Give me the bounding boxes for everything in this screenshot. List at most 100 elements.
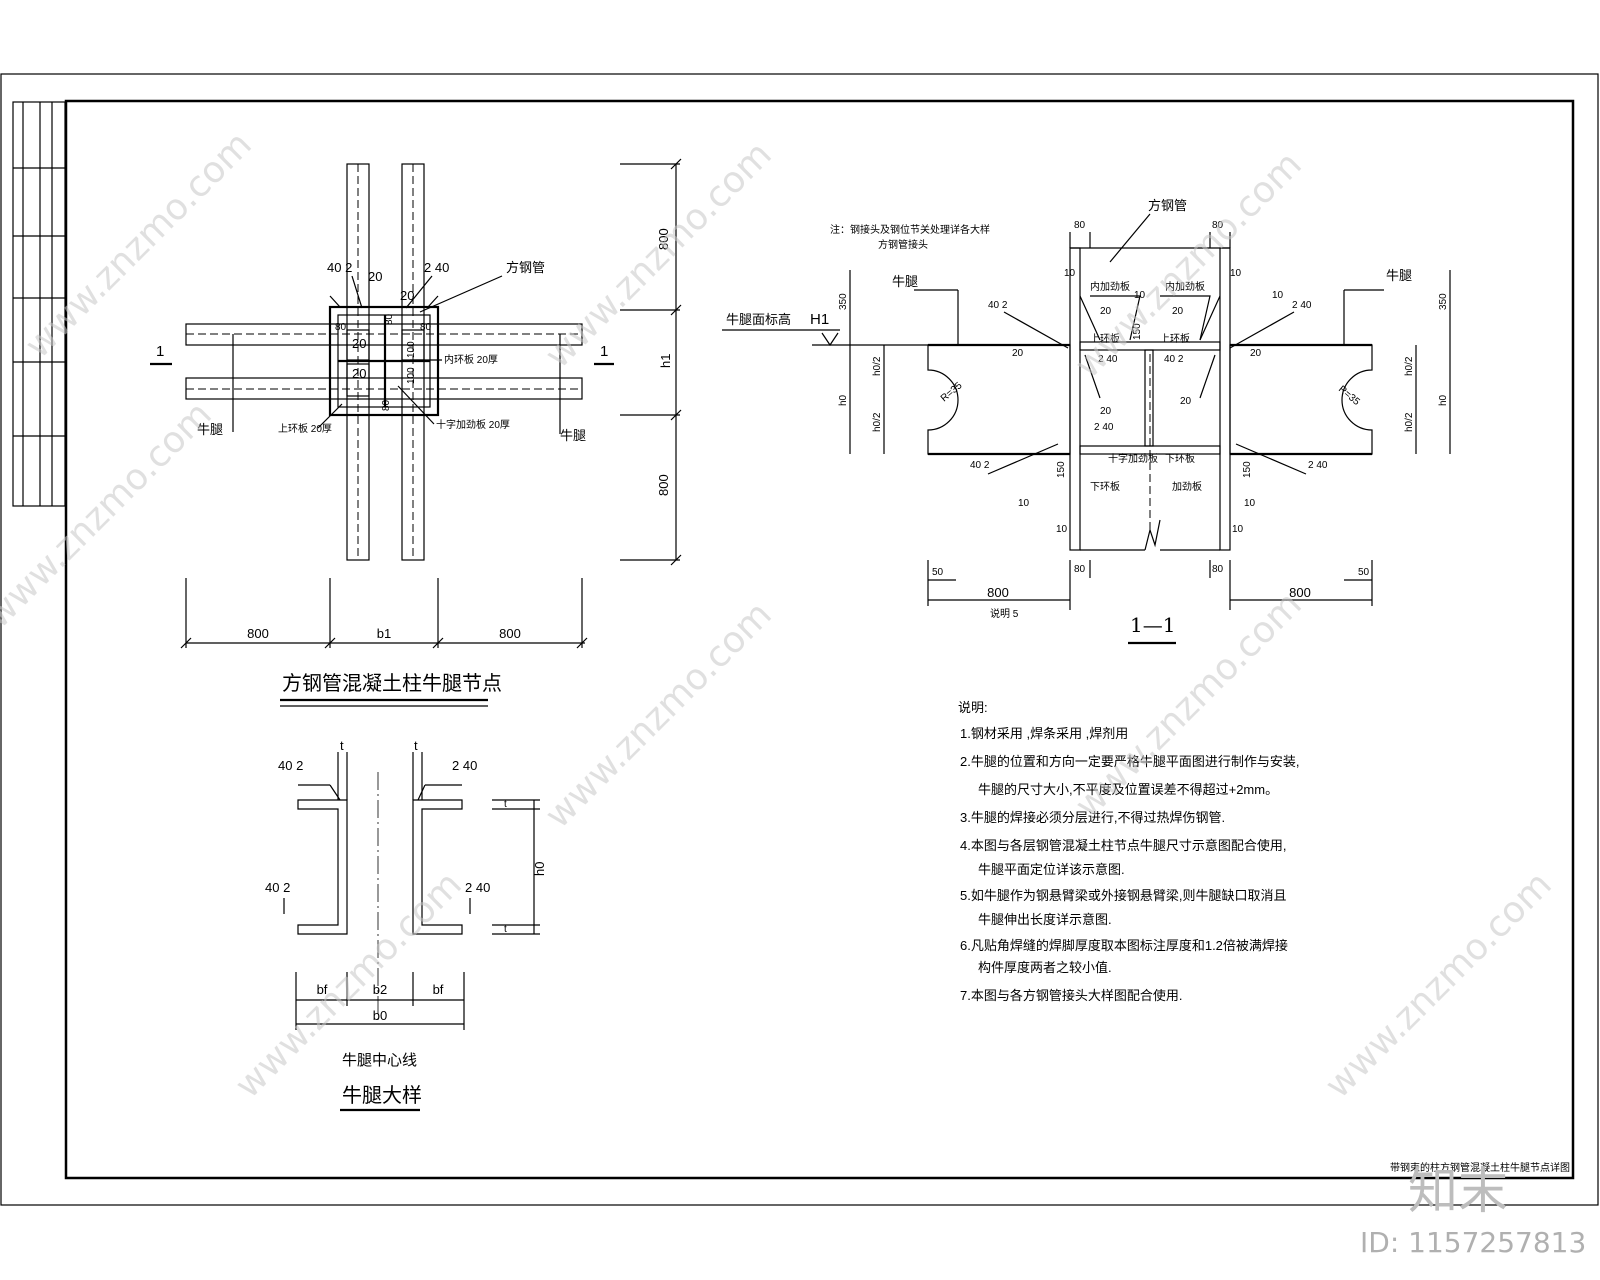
watermark-logo: 知末 xyxy=(1408,1162,1508,1220)
notes-item-6: 牛腿平面定位详该示意图. xyxy=(978,862,1125,877)
watermark-site-8: www.znzmo.com xyxy=(0,394,220,636)
plan-dim-800-top: 800 xyxy=(656,228,671,250)
section-dim-350-left: 350 xyxy=(838,293,849,310)
plan-weld-20c: 20 xyxy=(352,336,366,351)
plan-d80-b: 80 xyxy=(381,399,392,411)
notes-item-9: 6.凡贴角焊缝的焊脚厚度取本图标注厚度和1.2倍被满焊接 xyxy=(960,938,1288,953)
plan-d80-tr: 80 xyxy=(420,322,432,333)
section-dim-50-right: 50 xyxy=(1358,567,1370,578)
section-dim-h02a-right: h0/2 xyxy=(1404,356,1415,376)
section-w402-b: 40 2 xyxy=(1164,354,1184,365)
bracket-detail: t t 40 2 2 40 40 2 2 40 t t h0 bf b2 bf … xyxy=(265,738,547,1112)
section-tube-wall-left xyxy=(1069,247,1081,551)
section-lower-plate-l: 下环板 xyxy=(1090,480,1120,493)
section-lower-plate-r: 加劲板 xyxy=(1172,480,1202,493)
section-w10-e: 10 xyxy=(1018,498,1030,509)
watermark-site-1: www.znzmo.com xyxy=(17,124,259,366)
inner-frame xyxy=(64,99,1575,1180)
section-inner-plate-l: 内加劲板 xyxy=(1090,280,1130,293)
plan-weld-tr: 2 40 xyxy=(424,260,449,275)
detail-title: 牛腿大样 xyxy=(342,1083,422,1107)
section-w20-c: 20 xyxy=(1012,348,1024,359)
section-w10-c: 10 xyxy=(1134,290,1146,301)
section-dim-80-tr: 80 xyxy=(1212,220,1224,231)
section-w10-f: 10 xyxy=(1244,498,1256,509)
section-elev-label: 牛腿面标高 xyxy=(726,312,791,327)
plan-d100a: 100 xyxy=(406,341,417,358)
plan-d100b: 100 xyxy=(406,367,417,384)
section-dim-150-bl: 150 xyxy=(1056,461,1067,478)
watermarks: www.znzmo.com www.znzmo.com www.znzmo.co… xyxy=(0,124,1586,1259)
section-bracket-left-label: 牛腿 xyxy=(892,274,918,289)
section-w20-e: 20 xyxy=(1100,406,1112,417)
section-tube-wall-right xyxy=(1219,247,1231,551)
notes-item-5: 4.本图与各层钢管混凝土柱节点牛腿尺寸示意图配合使用, xyxy=(960,838,1286,853)
section-dim-h0-right: h0 xyxy=(1438,394,1449,406)
section-w240-c: 2 40 xyxy=(1094,422,1114,433)
plan-dim-h1: h1 xyxy=(658,354,673,368)
section-dim-800-left: 800 xyxy=(987,585,1009,600)
section-dim-80-bl: 80 xyxy=(1074,564,1086,575)
detail-channel-left xyxy=(297,799,348,935)
section-bracket-left xyxy=(927,344,1071,455)
notes-block: 说明: 1.钢材采用 ,焊条采用 ,焊剂用 2.牛腿的位置和方向一定要严格牛腿平… xyxy=(958,700,1299,1003)
section-tube-label: 方钢管 xyxy=(1148,198,1187,213)
plan-cross-rib: 十字加劲板 20厚 xyxy=(436,418,510,431)
detail-dim-b0: b0 xyxy=(373,1008,387,1023)
notes-heading: 说明: xyxy=(958,700,988,715)
section-dim-350-right: 350 xyxy=(1438,293,1449,310)
section-dim-h02b-left: h0/2 xyxy=(872,412,883,432)
detail-t-r1: t xyxy=(504,799,507,810)
plan-d80-tl: 80 xyxy=(335,322,347,333)
notes-item-1: 1.钢材采用 ,焊条采用 ,焊剂用 xyxy=(960,726,1128,741)
section-dim-h0-left: h0 xyxy=(838,394,849,406)
detail-dim-bf-left: bf xyxy=(317,982,328,997)
notes-item-2: 2.牛腿的位置和方向一定要严格牛腿平面图进行制作与安装, xyxy=(960,754,1299,769)
section-title: 1—1 xyxy=(1130,613,1175,637)
detail-weld-mr: 2 40 xyxy=(465,880,490,895)
section-bracket-right-label: 牛腿 xyxy=(1386,268,1412,283)
watermark-site-7: www.znzmo.com xyxy=(1317,864,1559,1106)
plan-dim-b1: b1 xyxy=(377,626,391,641)
section-inner-plate-r: 内加劲板 xyxy=(1165,280,1205,293)
detail-dim-h0: h0 xyxy=(532,862,547,876)
plan-square-tube xyxy=(328,305,440,417)
notes-item-7: 5.如牛腿作为钢悬臂梁或外接钢悬臂梁,则牛腿缺口取消且 xyxy=(960,888,1286,903)
plan-dim-800-left: 800 xyxy=(247,626,269,641)
plan-bracket-right: 牛腿 xyxy=(560,428,586,443)
section-w20-a: 20 xyxy=(1100,306,1112,317)
section-dim-150-top: 150 xyxy=(1132,323,1143,340)
section-dim-h02a-left: h0/2 xyxy=(872,356,883,376)
notes-item-8: 牛腿伸出长度详示意图. xyxy=(978,912,1112,927)
plan-weld-20d: 20 xyxy=(352,366,366,381)
drawing-name: 带钢束的柱方钢管混凝土柱牛腿节点详图 xyxy=(1390,1161,1570,1174)
section-w402-c: 40 2 xyxy=(970,460,990,471)
section-lower-plate-m: 下环板 xyxy=(1165,452,1195,465)
plan-weld-20a: 20 xyxy=(368,269,382,284)
detail-t-r2: t xyxy=(504,924,507,935)
section-w240-b: 2 40 xyxy=(1098,354,1118,365)
section-elev-mark: H1 xyxy=(810,311,829,328)
section-dim-80-br: 80 xyxy=(1212,564,1224,575)
section-w402-a: 40 2 xyxy=(988,300,1008,311)
section-cross-plate: 十字加劲板 xyxy=(1108,452,1158,465)
section-w10-a: 10 xyxy=(1064,268,1076,279)
watermark-id: ID: 1157257813 xyxy=(1360,1226,1586,1259)
plan-weld-20b: 20 xyxy=(400,288,414,303)
notes-item-3: 牛腿的尺寸大小,不平度及位置误差不得超过+2mm。 xyxy=(978,782,1278,797)
plan-dim-800-right: 800 xyxy=(499,626,521,641)
section-w10-d: 10 xyxy=(1272,290,1284,301)
section-w10-h: 10 xyxy=(1232,524,1244,535)
section-bracket-right xyxy=(1229,344,1373,455)
plan-section-mark-right: 1 xyxy=(600,343,608,360)
section-upper-plate-r: 上环板 xyxy=(1160,332,1190,345)
section-dim-800-right: 800 xyxy=(1289,585,1311,600)
plan-inner-ring: 内环板 20厚 xyxy=(444,353,498,366)
section-w240-d: 2 40 xyxy=(1308,460,1328,471)
section-note-under: 说明 5 xyxy=(990,607,1019,620)
detail-channel-right xyxy=(412,799,463,935)
plan-section-mark-left: 1 xyxy=(156,343,164,360)
section-upper-plate-l: 上环板 xyxy=(1090,332,1120,345)
section-w20-b: 20 xyxy=(1172,306,1184,317)
